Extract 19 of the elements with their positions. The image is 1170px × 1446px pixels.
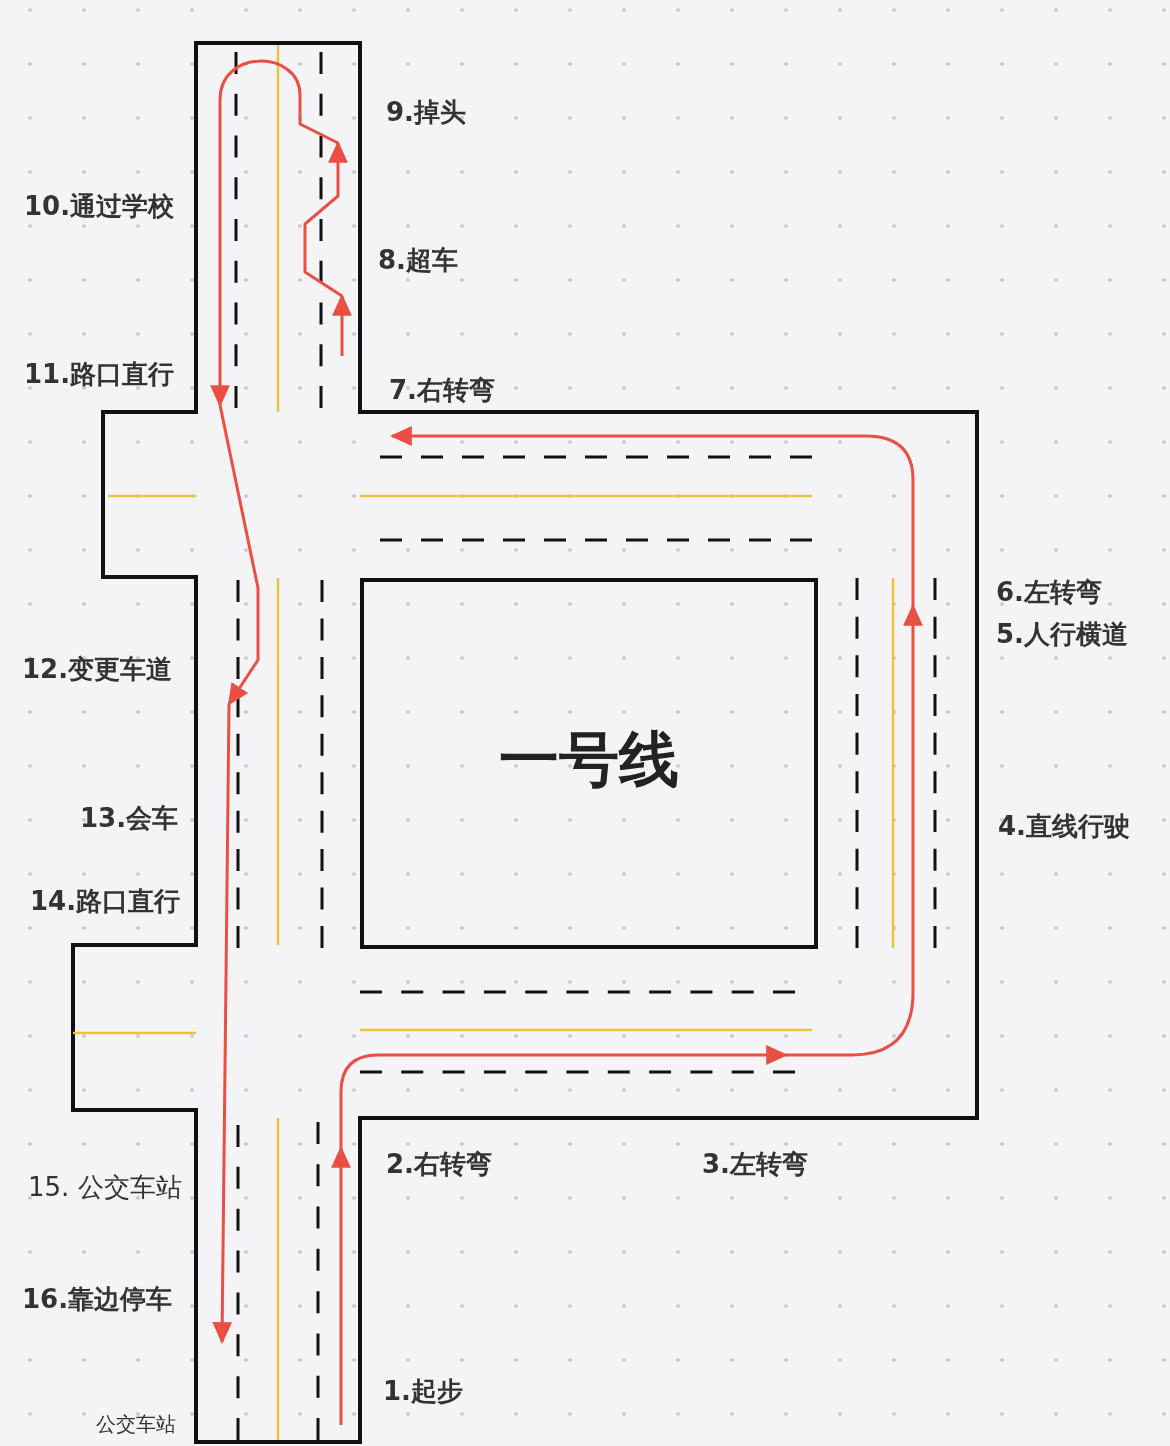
- step-label: 12.变更车道: [22, 655, 173, 685]
- step-label: 10.通过学校: [24, 192, 175, 222]
- step-label: 8.超车: [378, 246, 458, 276]
- step-label: 2.右转弯: [386, 1150, 492, 1180]
- step-label: 14.路口直行: [30, 887, 181, 917]
- step-label: 7.右转弯: [389, 376, 495, 406]
- route-title: 一号线: [499, 725, 679, 792]
- step-label: 3.左转弯: [702, 1150, 808, 1180]
- step-label: 16.靠边停车: [22, 1285, 173, 1315]
- step-label: 4.直线行驶: [998, 812, 1130, 842]
- step-label: 11.路口直行: [24, 360, 175, 390]
- step-label: 1.起步: [383, 1377, 463, 1407]
- city-block: [360, 578, 818, 949]
- step-label: 15. 公交车站: [28, 1173, 182, 1203]
- step-label: 9.掉头: [386, 98, 466, 128]
- step-label: 5.人行横道: [996, 620, 1128, 650]
- step-label: 公交车站: [96, 1412, 176, 1436]
- step-label: 6.左转弯: [996, 578, 1102, 608]
- step-label: 13.会车: [80, 804, 179, 834]
